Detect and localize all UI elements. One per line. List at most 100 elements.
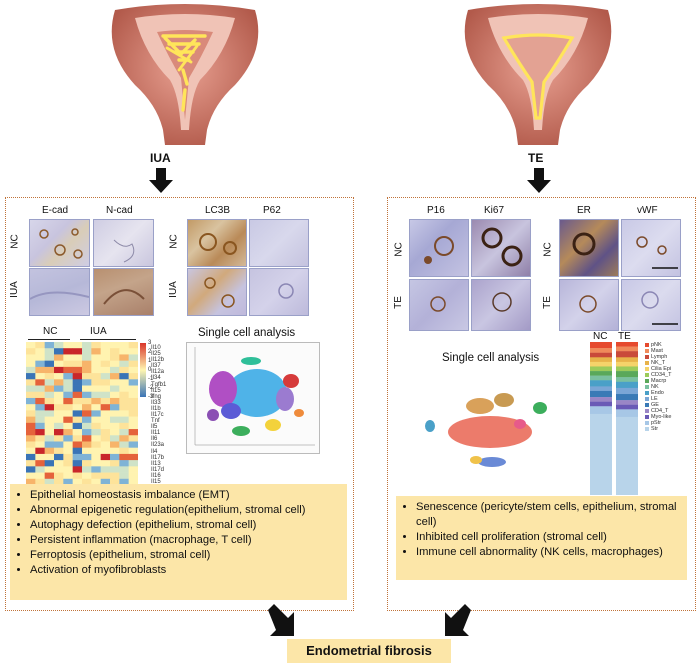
heatmap-cell	[100, 404, 111, 411]
iua-title: IUA	[150, 151, 171, 165]
ihc-image-lc3b-iua	[187, 268, 247, 316]
heatmap-cell	[54, 447, 64, 455]
heatmap-cell	[26, 354, 36, 361]
heatmap-cell	[63, 416, 73, 424]
heatmap-cell	[110, 429, 120, 436]
heatmap-cell	[26, 460, 36, 467]
legend-swatch	[645, 379, 649, 383]
legend-label: Str	[651, 426, 659, 432]
heatmap-cell	[119, 391, 129, 399]
legend-label: Lymph	[651, 354, 668, 360]
stacked-bar-segment	[616, 416, 638, 495]
finding-item: Persistent inflammation (macrophage, T c…	[30, 533, 341, 548]
heatmap-cell	[110, 453, 120, 461]
finding-item: Inhibited cell proliferation (stromal ce…	[416, 530, 681, 545]
legend-label: NK	[651, 384, 659, 390]
heatmap-cell	[54, 391, 64, 399]
legend-swatch	[645, 361, 649, 365]
heatmap-group-line	[80, 339, 136, 340]
heatmap-cell	[35, 453, 45, 461]
heatmap-cell	[44, 373, 55, 380]
stain-label-vwf: vWF	[637, 205, 658, 216]
heatmap-cell	[44, 354, 55, 361]
heatmap-cell	[63, 366, 73, 374]
heatmap-cell	[119, 342, 129, 349]
sc-title-iua: Single cell analysis	[198, 327, 296, 339]
heatmap-cell	[110, 435, 120, 442]
heatmap-cell	[100, 441, 111, 448]
heatmap-cell	[128, 416, 138, 424]
legend-swatch	[645, 403, 649, 407]
heatmap-cell	[91, 478, 101, 485]
colorbar-tick: 1	[148, 358, 152, 364]
heatmap-cell	[26, 472, 36, 480]
heatmap-cell	[128, 478, 138, 485]
stacked-bar-segment	[616, 346, 638, 352]
heatmap-cell	[35, 354, 45, 361]
heatmap-cell	[128, 466, 138, 473]
heatmap-cell	[26, 348, 36, 355]
heatmap-cell	[110, 373, 120, 380]
stacked-bar-segment	[616, 387, 638, 395]
outcome-endometrial-fibrosis: Endometrial fibrosis	[287, 639, 451, 663]
heatmap-gene-label: Il17b	[151, 454, 165, 461]
ihc-image-ncad-nc	[93, 219, 154, 267]
legend-swatch	[645, 343, 649, 347]
te-findings-list: Senescence (pericyte/stem cells, epithel…	[396, 496, 687, 580]
heatmap-cell	[119, 404, 129, 411]
heatmap-cell	[82, 441, 92, 448]
heatmap-cell	[91, 447, 101, 455]
stain-label-ncad: N-cad	[106, 205, 133, 216]
row-label-nc: NC	[542, 242, 554, 257]
heatmap-cell	[119, 478, 129, 485]
heatmap-cell	[54, 404, 64, 411]
heatmap-cell	[35, 410, 45, 417]
legend-entry: GE	[645, 402, 659, 408]
heatmap-cell	[82, 410, 92, 417]
heatmap-cell	[63, 447, 73, 455]
ihc-image-p62-iua	[249, 268, 309, 316]
heatmap-gene-label: Il4	[151, 448, 158, 455]
heatmap-cell	[35, 397, 45, 405]
heatmap-cell	[72, 416, 83, 424]
heatmap-cell	[119, 466, 129, 473]
heatmap-cell	[110, 379, 120, 386]
heatmap-gene-label: Il37	[151, 363, 161, 370]
ihc-image-ki67-te	[471, 279, 531, 331]
heatmap-cell	[63, 410, 73, 417]
heatmap-cell	[100, 348, 111, 355]
stacked-bar-segment	[590, 348, 612, 353]
legend-label: GE	[651, 402, 659, 408]
heatmap-cell	[26, 447, 36, 455]
heatmap-cell	[72, 391, 83, 399]
heatmap-cell	[44, 435, 55, 442]
heatmap-cell	[54, 478, 64, 485]
heatmap-cell	[26, 385, 36, 393]
heatmap-cell	[44, 422, 55, 430]
legend-label: CD4_T	[651, 408, 669, 414]
heatmap-cell	[110, 422, 120, 430]
ihc-image-p16-te	[409, 279, 469, 331]
legend-label: Cilia Epi	[651, 366, 672, 372]
heatmap-cell	[54, 441, 64, 448]
heatmap-cell	[128, 404, 138, 411]
heatmap-cell	[119, 360, 129, 368]
ihc-image-ncad-iua	[93, 268, 154, 316]
heatmap-cell	[91, 472, 101, 480]
heatmap-cell	[110, 342, 120, 349]
heatmap-cell	[26, 373, 36, 380]
heatmap-group-nc: NC	[43, 326, 58, 337]
heatmap-cell	[35, 460, 45, 467]
heatmap-cell	[26, 478, 36, 485]
stacked-bar-segment	[616, 351, 638, 358]
heatmap-cell	[63, 373, 73, 380]
stacked-bar-segment	[590, 375, 612, 381]
heatmap-cell	[100, 416, 111, 424]
heatmap-cell	[54, 410, 64, 417]
row-label-iua: IUA	[8, 281, 20, 298]
heatmap-cell	[44, 379, 55, 386]
row-label-iua: IUA	[167, 281, 179, 298]
heatmap-cell	[72, 354, 83, 361]
legend-swatch	[645, 355, 649, 359]
